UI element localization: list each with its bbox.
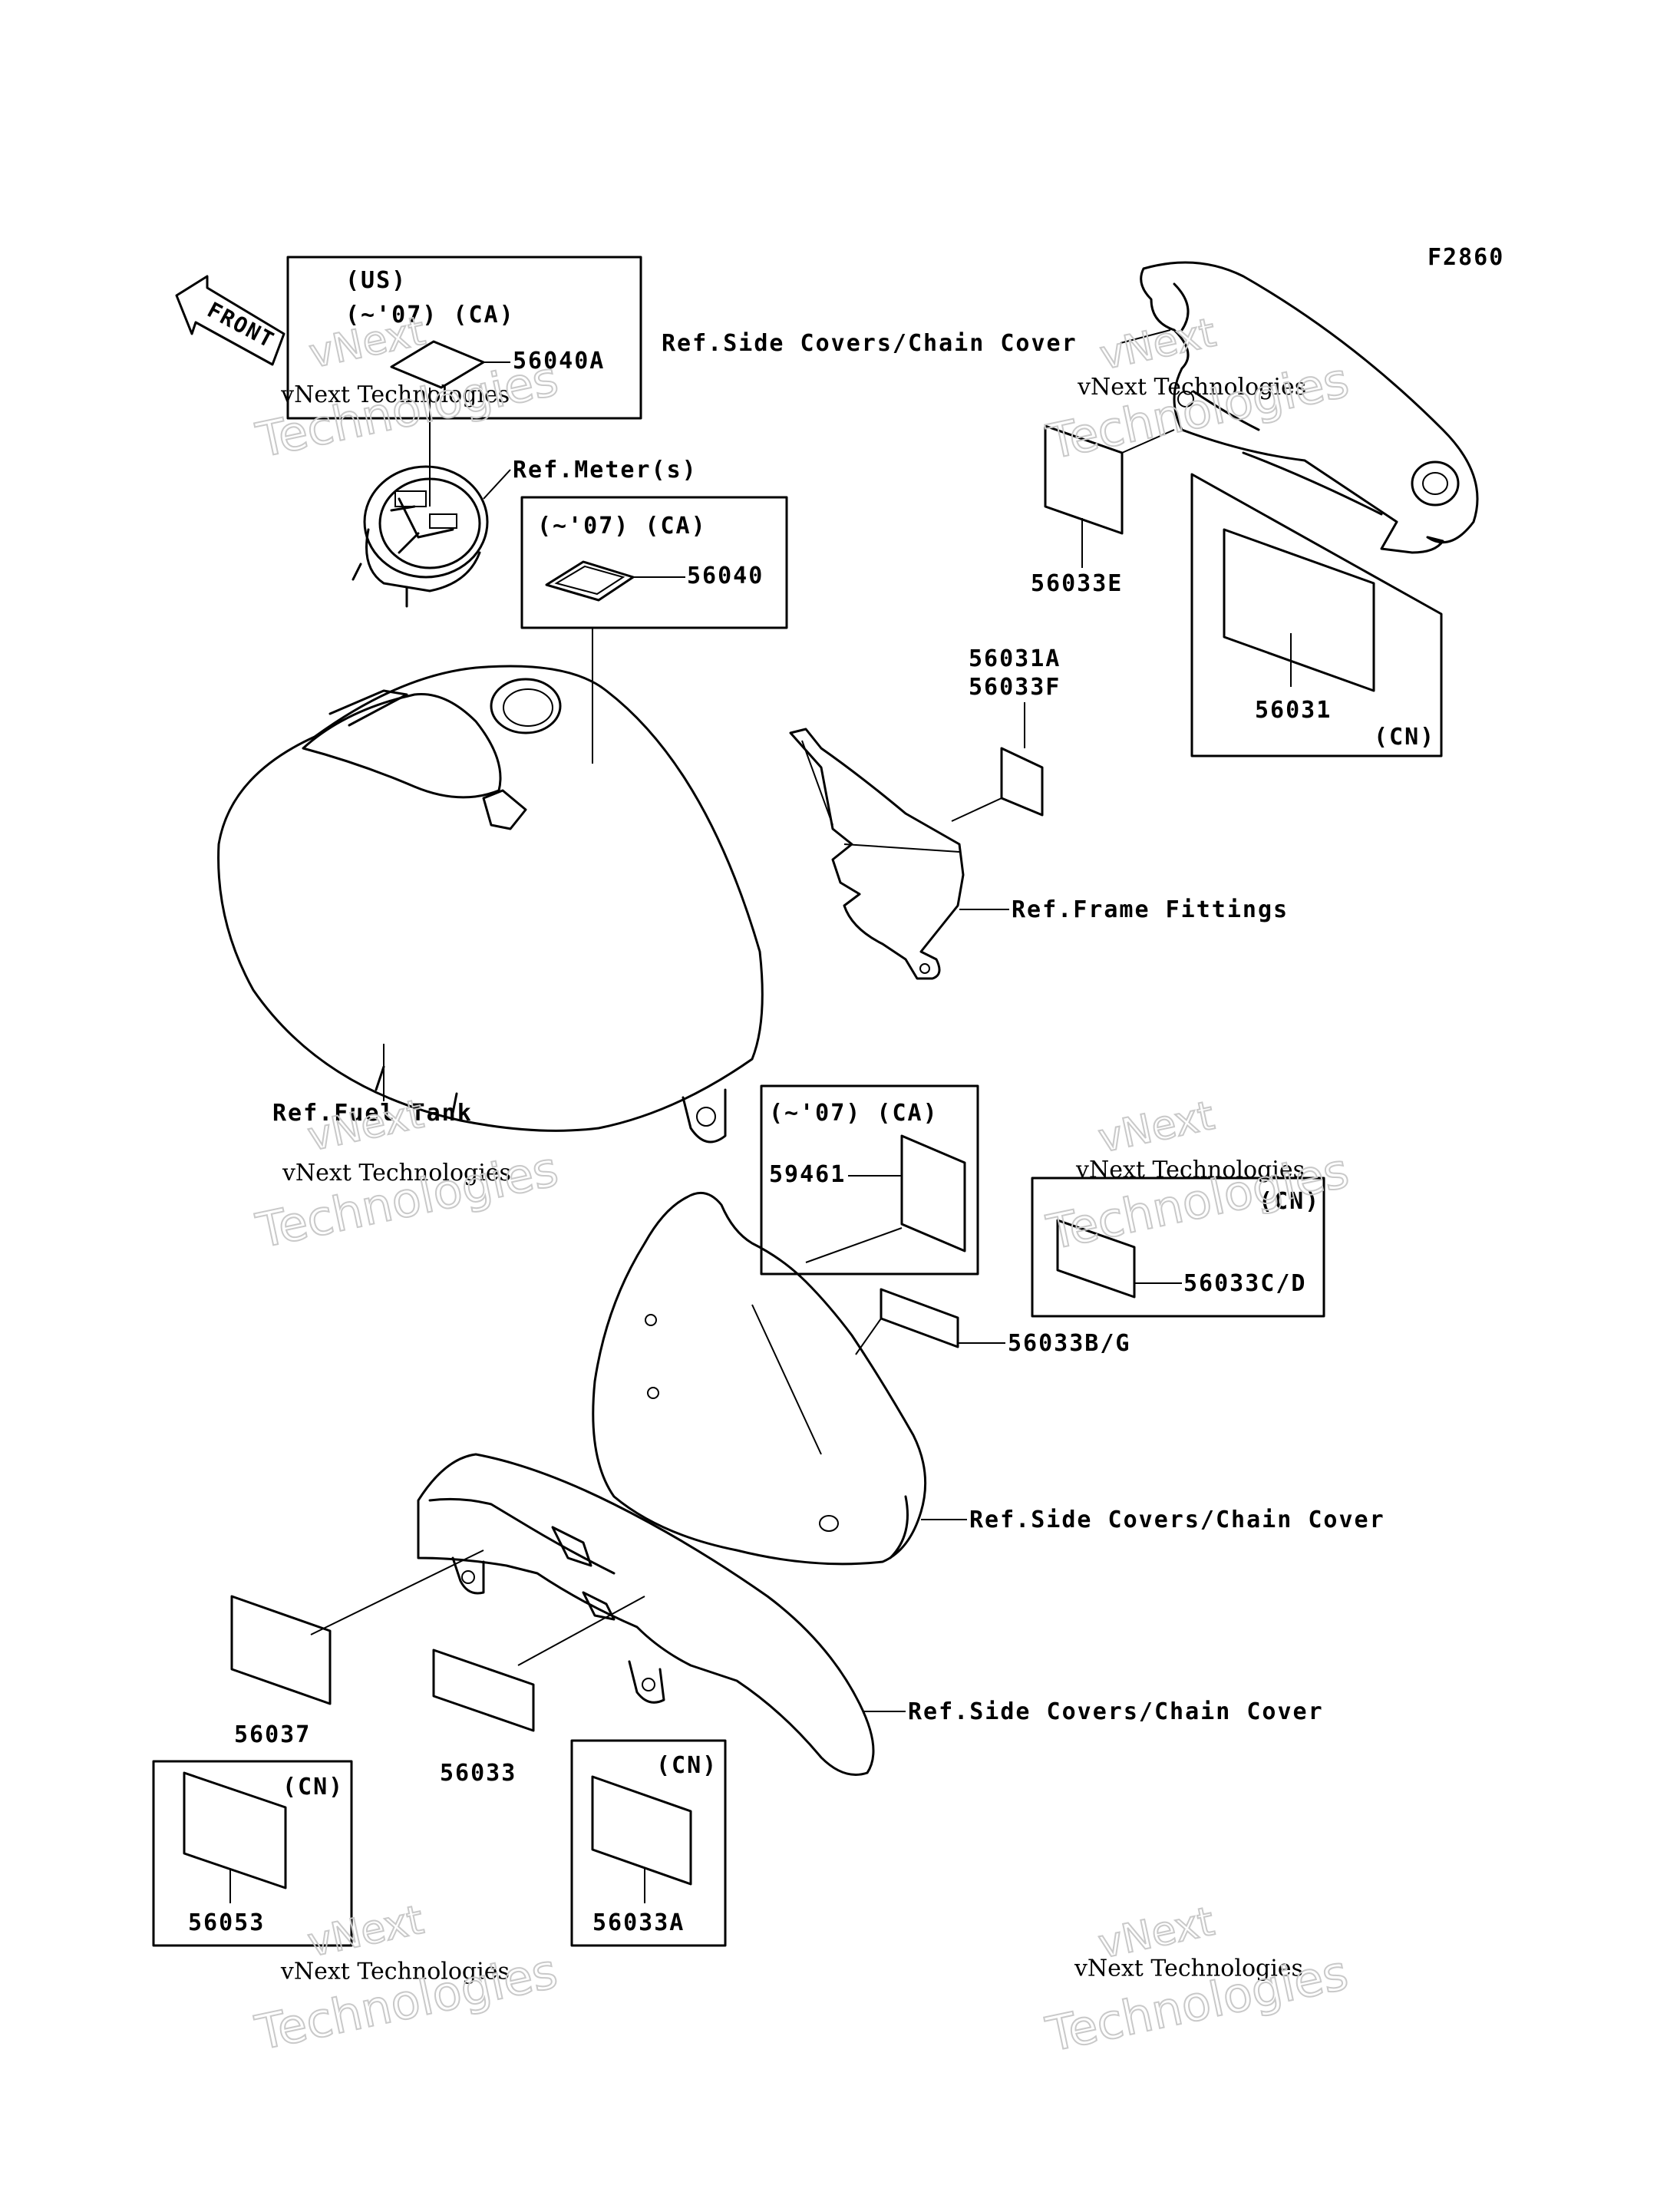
- part-56053: 56053: [188, 1909, 265, 1936]
- cn-side-label: (CN): [1259, 1188, 1320, 1215]
- watermark-2: vNext vNext Technologies Technologies: [1041, 309, 1355, 471]
- svg-text:vNext Technologies: vNext Technologies: [280, 1958, 510, 1985]
- cn-side-box: (CN) 56033C/D: [1031, 1177, 1325, 1318]
- part-56037: 56037: [234, 1721, 311, 1748]
- part-56033A: 56033A: [592, 1909, 685, 1936]
- frame-fitting-drawing: Ref.Frame Fittings: [789, 728, 1289, 980]
- cn-mid-label: (CN): [656, 1752, 718, 1779]
- svg-text:vNext: vNext: [1096, 310, 1220, 379]
- svg-text:Technologies: Technologies: [1042, 351, 1354, 470]
- chain-cover-drawing: Ref.Side Covers/Chain Cover: [417, 1453, 1324, 1776]
- sticker-56033: 56033: [432, 1596, 645, 1787]
- sticker-56033E: 56033E: [1031, 424, 1175, 597]
- ref-side-covers-bottom: Ref.Side Covers/Chain Cover: [908, 1698, 1324, 1725]
- ref-side-covers-mid: Ref.Side Covers/Chain Cover: [969, 1507, 1385, 1533]
- fuel-tank-drawing: Ref.Fuel Tank: [217, 665, 764, 1144]
- sticker-56031A-56033F: 56031A 56033F: [951, 645, 1061, 822]
- watermark-3: vNext vNext Technologies Technologies: [251, 1091, 564, 1260]
- side-box-line1: (~'07) (CA): [769, 1100, 939, 1127]
- sticker-56033BG: 56033B/G: [855, 1288, 1131, 1357]
- watermark-6: vNext vNext Technologies Technologies: [1041, 1898, 1354, 2064]
- svg-text:vNext Technologies: vNext Technologies: [1077, 374, 1306, 401]
- cn-mid-box: (CN) 56033A: [570, 1739, 727, 1947]
- part-56040: 56040: [687, 563, 764, 589]
- svg-text:vNext Technologies: vNext Technologies: [1075, 1157, 1305, 1183]
- cn-left-box: (CN) 56053: [152, 1760, 353, 1947]
- meter-sticker-box: (US) (~'07) (CA) 56040A: [286, 256, 642, 507]
- svg-text:Technologies: Technologies: [252, 1140, 563, 1259]
- cn-top-label: (CN): [1374, 724, 1435, 751]
- part-56033F: 56033F: [969, 674, 1061, 701]
- part-56033: 56033: [440, 1760, 517, 1787]
- ref-meter: Ref.Meter(s): [513, 457, 698, 483]
- part-56040A: 56040A: [513, 348, 605, 375]
- tank-sticker-box: (~'07) (CA) 56040: [520, 496, 788, 764]
- part-56033CD: 56033C/D: [1183, 1270, 1307, 1297]
- tank-box-line1: (~'07) (CA): [537, 513, 707, 540]
- svg-text:vNext: vNext: [305, 309, 429, 378]
- front-label: FRONT: [203, 297, 279, 353]
- watermark-5: vNext vNext Technologies Technologies: [249, 1896, 563, 2062]
- part-56033E: 56033E: [1031, 570, 1123, 597]
- part-56031A: 56031A: [969, 645, 1061, 672]
- cn-top-box: 56031 (CN): [1190, 473, 1443, 757]
- svg-text:vNext: vNext: [304, 1897, 427, 1966]
- part-56031: 56031: [1255, 697, 1332, 724]
- svg-text:vNext: vNext: [1094, 1093, 1218, 1162]
- svg-text:vNext Technologies: vNext Technologies: [280, 381, 510, 408]
- watermark-4: vNext vNext Technologies Technologies: [1041, 1092, 1355, 1262]
- side-cover-mid-drawing: Ref.Side Covers/Chain Cover: [592, 1191, 1385, 1566]
- meter-box-line2: (~'07) (CA): [345, 302, 515, 328]
- svg-text:vNext Technologies: vNext Technologies: [282, 1160, 511, 1186]
- ref-frame-fittings: Ref.Frame Fittings: [1012, 896, 1289, 923]
- ref-fuel-tank: Ref.Fuel Tank: [272, 1100, 473, 1127]
- meter-box-line1: (US): [345, 267, 407, 294]
- cn-left-label: (CN): [282, 1774, 344, 1800]
- figure-code: F2860: [1428, 244, 1504, 271]
- ref-side-covers-top: Ref.Side Covers/Chain Cover: [662, 330, 1078, 357]
- svg-text:Technologies: Technologies: [252, 350, 563, 468]
- part-56033BG: 56033B/G: [1008, 1330, 1131, 1357]
- front-arrow-icon: FRONT: [175, 275, 286, 366]
- side-sticker-box: (~'07) (CA) 59461: [760, 1084, 979, 1276]
- sticker-56037: 56037: [230, 1549, 484, 1748]
- meter-drawing: Ref.Meter(s): [352, 457, 698, 608]
- side-cover-top-drawing: [1140, 261, 1479, 554]
- svg-text:vNext Technologies: vNext Technologies: [1074, 1955, 1303, 1982]
- part-59461: 59461: [769, 1161, 846, 1188]
